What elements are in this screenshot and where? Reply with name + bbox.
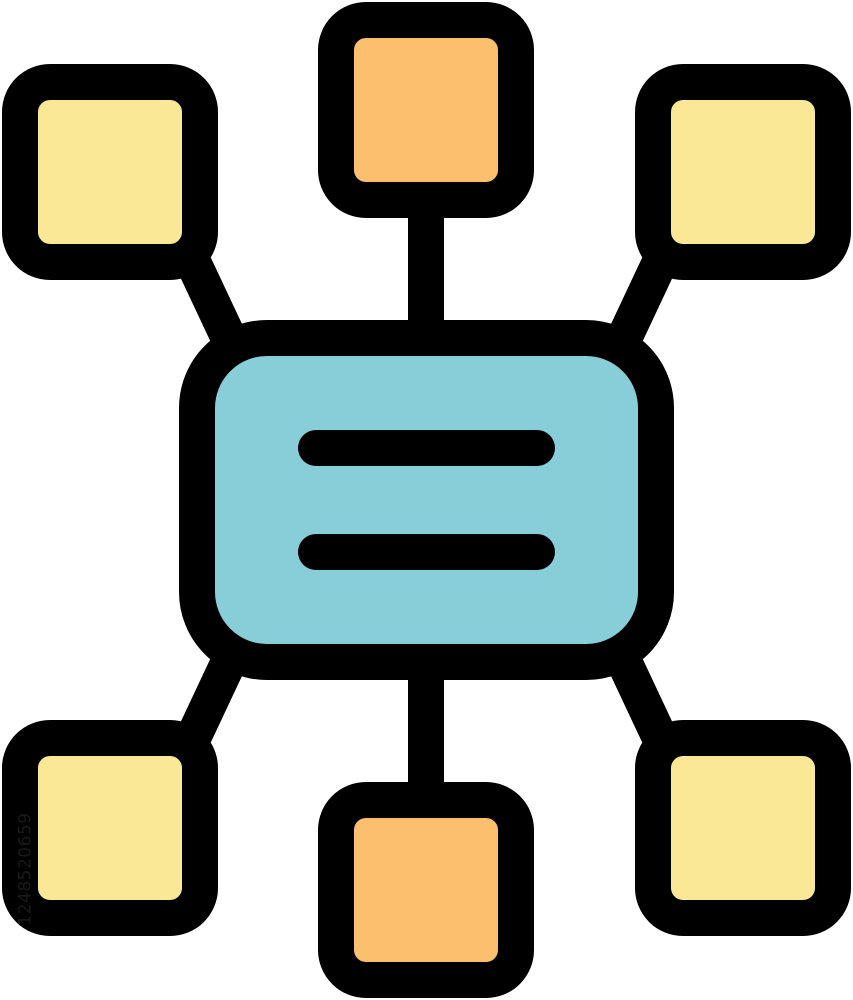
node-top-right	[635, 64, 851, 280]
node-bottom-left	[2, 720, 218, 936]
stock-id-label: 1248520659	[4, 744, 48, 994]
node-bottom	[318, 782, 534, 998]
node-bottom-right	[635, 720, 851, 936]
node-top	[318, 2, 534, 218]
node-top-left	[2, 64, 218, 280]
hub-box	[179, 320, 674, 680]
stock-id-text: 1248520659	[16, 812, 37, 926]
